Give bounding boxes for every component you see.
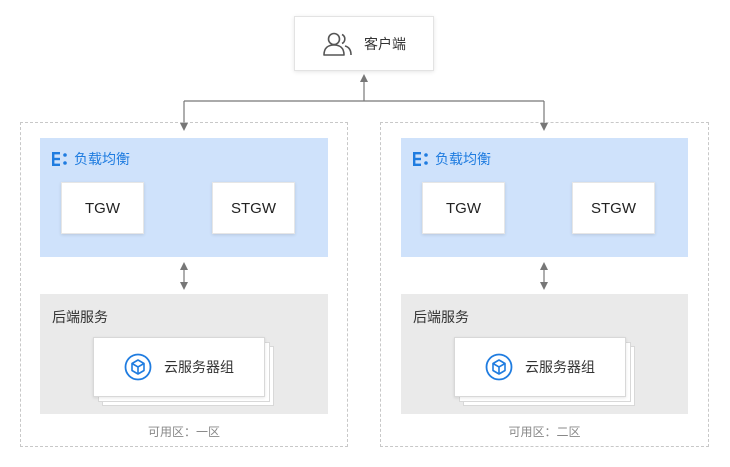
load-balancer-icon — [413, 152, 429, 166]
users-icon — [322, 31, 354, 57]
lb-title-text: 负载均衡 — [435, 152, 491, 168]
lb-title: 负载均衡 — [413, 149, 491, 169]
backend-title: 后端服务 — [52, 310, 108, 326]
backend-service-1: 后端服务 云服务器组 — [40, 294, 328, 414]
stgw-node: STGW — [572, 182, 655, 234]
server-group-label: 云服务器组 — [164, 360, 234, 376]
client-box: 客户端 — [294, 16, 434, 71]
load-balancer-2: 负载均衡 TGW STGW — [401, 138, 688, 257]
client-label: 客户端 — [364, 36, 406, 53]
server-group-card: 云服务器组 — [93, 337, 265, 397]
backend-title: 后端服务 — [413, 310, 469, 326]
cloud-server-icon — [124, 353, 152, 381]
availability-zone-1: 可用区：一区 — [20, 122, 348, 447]
lb-title: 负载均衡 — [52, 149, 130, 169]
backend-service-2: 后端服务 云服务器组 — [401, 294, 688, 414]
stgw-node: STGW — [212, 182, 295, 234]
cloud-server-icon — [485, 353, 513, 381]
zone-label: 可用区：一区 — [147, 425, 220, 439]
server-group-card: 云服务器组 — [454, 337, 626, 397]
availability-zone-2: 可用区：二区 — [380, 122, 709, 447]
tgw-node: TGW — [422, 182, 505, 234]
load-balancer-1: 负载均衡 TGW STGW — [40, 138, 328, 257]
lb-title-text: 负载均衡 — [74, 152, 130, 168]
server-group-label: 云服务器组 — [525, 360, 595, 376]
zone-label: 可用区：二区 — [508, 425, 581, 439]
tgw-node: TGW — [61, 182, 144, 234]
load-balancer-icon — [52, 152, 68, 166]
